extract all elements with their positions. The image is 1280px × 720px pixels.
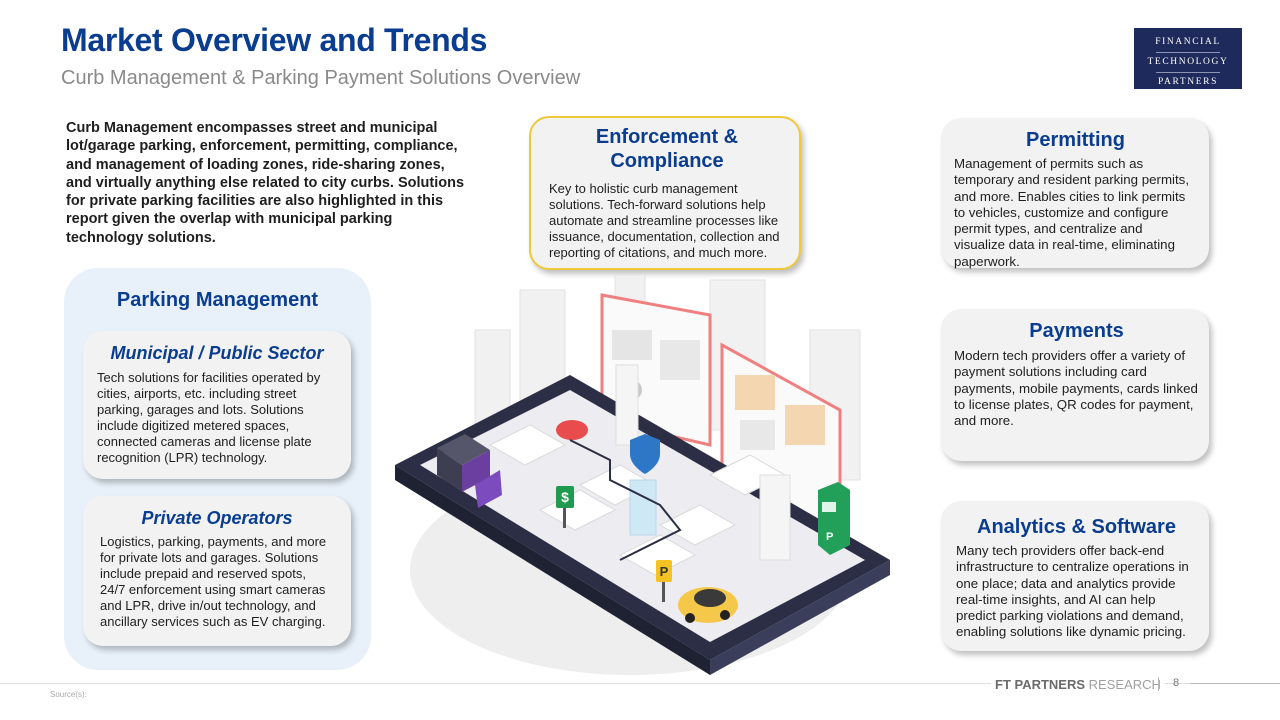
car-icon — [678, 587, 738, 623]
payment-sign-icon: $ — [556, 486, 574, 528]
enforcement-title: Enforcement & Compliance — [595, 126, 739, 172]
source-note: Source(s): — [50, 690, 87, 699]
ftp-logo: FINANCIAL TECHNOLOGY PARTNERS — [1134, 28, 1242, 89]
logo-line-1: FINANCIAL — [1155, 37, 1221, 47]
analytics-title: Analytics & Software — [977, 516, 1176, 538]
payments-title: Payments — [1029, 320, 1124, 342]
private-operators-title: Private Operators — [141, 508, 293, 528]
analytics-card: Analytics & Software Many tech providers… — [941, 501, 1209, 651]
permitting-title: Permitting — [1026, 129, 1125, 151]
footer-separator — [1158, 677, 1159, 691]
page-subtitle: Curb Management & Parking Payment Soluti… — [61, 67, 581, 89]
municipal-card: Municipal / Public Sector Tech solutions… — [83, 331, 351, 479]
permitting-text: Management of permits such as temporary … — [954, 156, 1190, 269]
page-title: Market Overview and Trends — [61, 22, 488, 58]
payment-kiosk-icon: P — [818, 482, 850, 555]
intro-paragraph: Curb Management encompasses street and m… — [66, 120, 465, 246]
svg-text:$: $ — [561, 489, 569, 505]
private-operators-text: Logistics, parking, payments, and more f… — [100, 534, 327, 629]
parking-sign-icon: P — [656, 560, 672, 602]
svg-text:P: P — [660, 564, 669, 579]
logo-line-2: TECHNOLOGY — [1147, 57, 1229, 67]
municipal-text: Tech solutions for facilities operated b… — [97, 370, 321, 465]
municipal-title: Municipal / Public Sector — [110, 343, 324, 363]
page-number: 8 — [1173, 677, 1180, 689]
enforcement-card: Enforcement & Compliance Key to holistic… — [529, 116, 801, 270]
svg-text:P: P — [826, 531, 833, 543]
enforcement-text: Key to holistic curb management solution… — [549, 181, 780, 260]
footer-brand-name: FT PARTNERS — [995, 677, 1086, 692]
logo-divider — [1156, 72, 1220, 73]
parking-management-title: Parking Management — [116, 289, 319, 311]
footer-divider — [0, 683, 1280, 684]
footer-brand: FT PARTNERS RESEARCH — [991, 677, 1165, 692]
footer-divider-right — [1190, 683, 1280, 684]
logo-line-3: PARTNERS — [1158, 77, 1218, 87]
truck-icon — [437, 434, 502, 508]
permitting-card: Permitting Management of permits such as… — [941, 118, 1209, 269]
smart-city-illustration: $ P P — [395, 274, 890, 675]
footer-brand-suffix: RESEARCH — [1088, 677, 1161, 692]
payments-text: Modern tech providers offer a variety of… — [954, 348, 1198, 429]
private-operators-card: Private Operators Logistics, parking, pa… — [83, 496, 351, 646]
logo-divider — [1156, 52, 1220, 53]
analytics-text: Many tech providers offer back-end infra… — [956, 543, 1189, 640]
payments-card: Payments Modern tech providers offer a v… — [941, 309, 1209, 461]
